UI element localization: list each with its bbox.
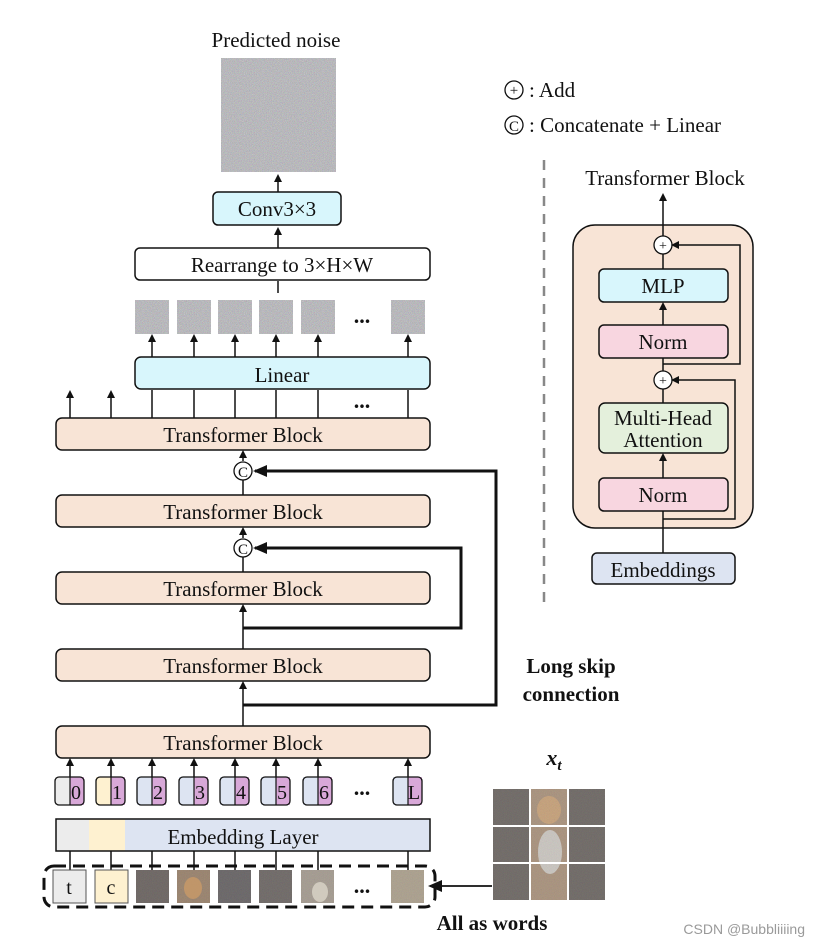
transformer-block-1 bbox=[55, 725, 431, 759]
output-patches bbox=[135, 300, 425, 334]
output-patch bbox=[177, 300, 211, 334]
concat-symbol-glyph: C bbox=[509, 119, 519, 135]
legend-concat-label: : Concatenate + Linear bbox=[529, 113, 721, 137]
position-index-label: 6 bbox=[319, 782, 329, 804]
token-embeddings: 0 1 2 3 4 5 6 L bbox=[54, 776, 423, 806]
output-patch bbox=[135, 300, 169, 334]
detail-norm-label-upper: Norm bbox=[639, 330, 688, 354]
detail-mha-label-line1: Multi-Head bbox=[614, 406, 712, 430]
detail-embeddings-label: Embeddings bbox=[611, 558, 716, 582]
predicted-noise-title: Predicted noise bbox=[212, 28, 341, 52]
position-index-label: 4 bbox=[236, 782, 246, 804]
detail-add-glyph-upper: + bbox=[659, 239, 667, 254]
transformer-block-4-label: Transformer Block bbox=[163, 500, 323, 524]
rearrange-block bbox=[134, 247, 431, 281]
token-box: 4 bbox=[219, 776, 250, 806]
concat-symbol-icon bbox=[504, 115, 524, 135]
position-index-label: 5 bbox=[277, 782, 287, 804]
transformer-block-5-label: Transformer Block bbox=[163, 423, 323, 447]
c-token-label: c bbox=[107, 877, 116, 899]
position-index-label: 0 bbox=[71, 782, 81, 804]
detail-mlp-label: MLP bbox=[641, 274, 684, 298]
detail-embeddings-block bbox=[591, 552, 736, 585]
token-box: 2 bbox=[136, 776, 167, 806]
linear-label: Linear bbox=[255, 363, 310, 387]
ellipsis-tokens: ... bbox=[354, 775, 371, 800]
ellipsis-inputs: ... bbox=[354, 873, 371, 898]
xt-noisy-image bbox=[493, 789, 605, 900]
xt-label: xt bbox=[545, 745, 562, 774]
inputs-group bbox=[42, 864, 437, 909]
image-patch-inputs bbox=[136, 870, 424, 903]
detail-mha-label-line2: Attention bbox=[623, 428, 703, 452]
predicted-noise-image bbox=[221, 58, 336, 172]
detail-title: Transformer Block bbox=[585, 166, 745, 190]
token-box: 1 bbox=[95, 776, 126, 806]
output-patch bbox=[391, 300, 425, 334]
legend-add-label: : Add bbox=[529, 78, 576, 102]
add-symbol-icon bbox=[504, 80, 524, 100]
skip-connection-outer bbox=[243, 465, 498, 707]
token-box: 6 bbox=[302, 776, 333, 806]
output-patch bbox=[259, 300, 293, 334]
all-as-words-label: All as words bbox=[437, 911, 548, 935]
conv3x3-label: Conv3×3 bbox=[238, 197, 316, 221]
transformer-block-2-label: Transformer Block bbox=[163, 654, 323, 678]
token-box: 3 bbox=[178, 776, 209, 806]
token-box: 5 bbox=[260, 776, 291, 806]
rearrange-label: Rearrange to 3×H×W bbox=[191, 253, 373, 277]
long-skip-label-line1: Long skip bbox=[526, 654, 615, 678]
position-index-label: L bbox=[408, 782, 420, 804]
embedding-layer-label: Embedding Layer bbox=[167, 825, 318, 849]
c-token-input bbox=[94, 869, 129, 904]
output-patch bbox=[218, 300, 252, 334]
position-index-label: 2 bbox=[153, 782, 163, 804]
token-box: 0 bbox=[54, 776, 85, 806]
ellipsis-linear: ... bbox=[354, 388, 371, 413]
detail-norm-label-lower: Norm bbox=[639, 483, 688, 507]
embedding-layer bbox=[55, 818, 431, 852]
t-token-input bbox=[52, 869, 87, 904]
watermark: CSDN @Bubbliiiing bbox=[683, 921, 805, 937]
transformer-block-3-label: Transformer Block bbox=[163, 577, 323, 601]
t-token-label: t bbox=[66, 877, 72, 899]
transformer-block-1-label: Transformer Block bbox=[163, 731, 323, 755]
ellipsis-patches: ... bbox=[354, 303, 371, 328]
position-index-label: 1 bbox=[112, 782, 122, 804]
concat-symbol-upper: C bbox=[238, 465, 248, 481]
linear-block bbox=[134, 356, 431, 390]
long-skip-label-line2: connection bbox=[523, 682, 620, 706]
position-index-label: 3 bbox=[195, 782, 205, 804]
concat-symbol-lower: C bbox=[238, 542, 248, 558]
add-symbol-glyph: + bbox=[510, 83, 518, 99]
skip-connection-inner bbox=[243, 542, 463, 630]
token-box: L bbox=[392, 776, 423, 806]
detail-add-glyph-lower: + bbox=[659, 374, 667, 389]
conv3x3-block bbox=[212, 191, 342, 226]
output-patch bbox=[301, 300, 335, 334]
